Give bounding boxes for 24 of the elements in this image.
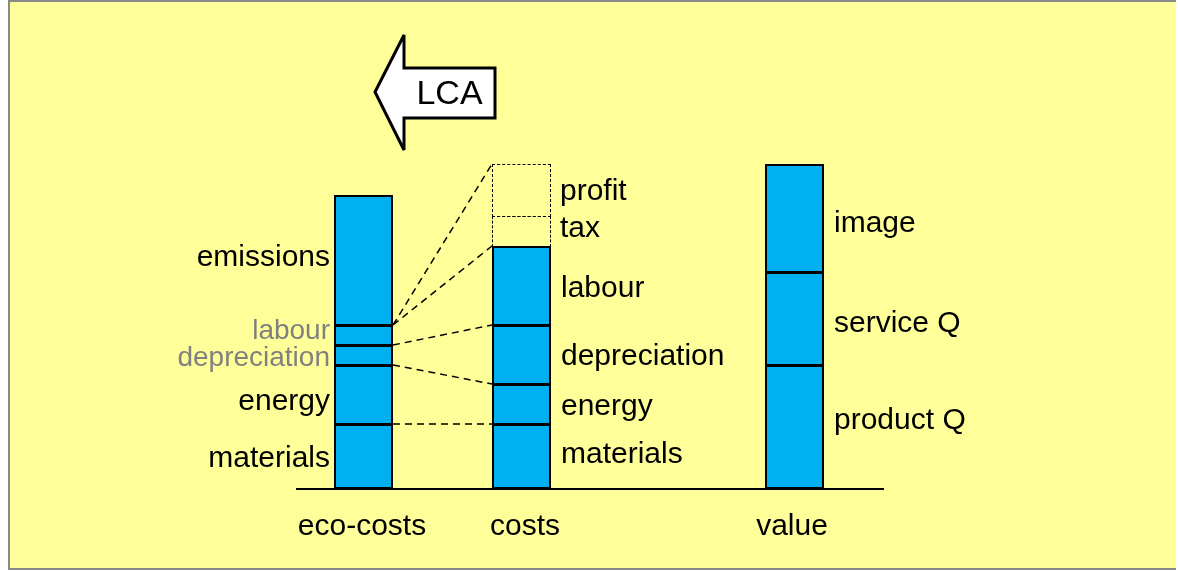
dashed-connector bbox=[392, 364, 493, 385]
dashed-connector bbox=[392, 324, 493, 346]
segment-label: materials bbox=[561, 438, 683, 468]
dashed-connector bbox=[392, 423, 493, 425]
segment-label: labour bbox=[561, 272, 645, 302]
segment-label: emissions bbox=[196, 241, 330, 271]
segment-label: depreciation bbox=[561, 340, 725, 370]
segment-label: materials bbox=[208, 442, 330, 472]
axis-label: costs bbox=[490, 508, 560, 542]
segment-label: labour bbox=[252, 316, 330, 344]
segment-label: energy bbox=[561, 390, 653, 420]
segment-label: energy bbox=[238, 385, 330, 415]
segment-label: image bbox=[834, 207, 916, 237]
segment-label: depreciation bbox=[177, 343, 330, 371]
arrow-label: LCA bbox=[415, 75, 484, 109]
dashed-connector bbox=[392, 163, 493, 326]
dashed-connector bbox=[392, 245, 493, 326]
segment-label: profit bbox=[560, 175, 627, 205]
segment-label: service Q bbox=[834, 307, 961, 337]
axis-label: eco-costs bbox=[297, 508, 427, 542]
segment-label: product Q bbox=[834, 404, 966, 434]
axis-label: value bbox=[756, 508, 828, 542]
left-arrow-shape bbox=[372, 33, 498, 153]
segment-label: tax bbox=[560, 212, 601, 242]
